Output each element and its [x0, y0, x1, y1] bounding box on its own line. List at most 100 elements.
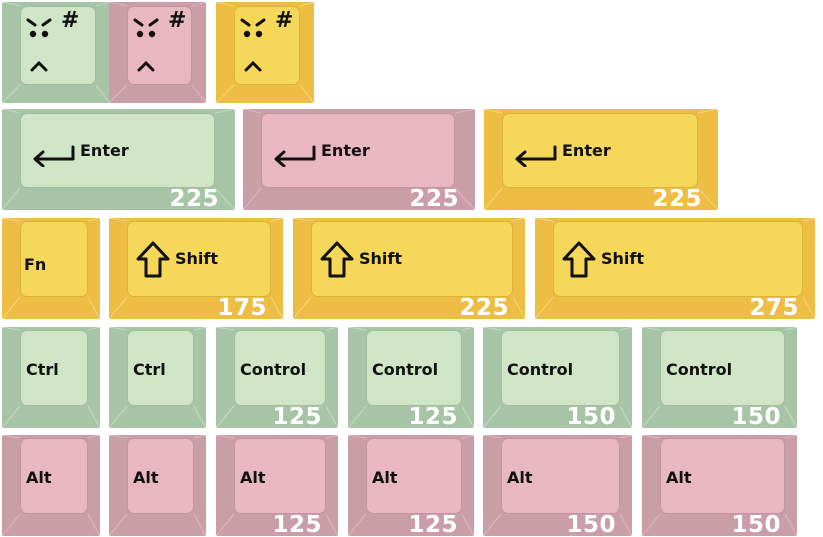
keycap-bevel [642, 327, 797, 428]
keycap-enter-green[interactable]: Enter 225 [2, 109, 235, 210]
keycap-emoji-pink[interactable]: # [109, 2, 206, 103]
keycap-alt-pink[interactable]: Alt 125 [216, 435, 338, 536]
keycap-bevel [348, 435, 474, 536]
keycap-enter-yellow[interactable]: Enter 225 [484, 109, 718, 210]
angry-face-hash-icon: # [133, 10, 186, 72]
keycap-control-green[interactable]: Control 125 [348, 327, 474, 428]
angry-face-hash-icon: # [26, 10, 79, 72]
keycap-size-label: 150 [566, 404, 616, 428]
keycap-legend: Enter [80, 141, 129, 160]
keycap-alt-pink[interactable]: Alt 125 [348, 435, 474, 536]
keycap-top [127, 6, 192, 85]
keycap-legend: Ctrl [133, 360, 166, 379]
keycap-size-label: 150 [731, 512, 781, 536]
keycap-ctrl-green[interactable]: Ctrl [109, 327, 206, 428]
shift-arrow-icon [562, 241, 596, 278]
keycap-legend: Alt [133, 468, 159, 487]
keycap-bevel [293, 218, 525, 319]
keycap-shift-yellow[interactable]: Shift 275 [535, 218, 815, 319]
keycap-bevel [484, 109, 718, 210]
keycap-control-green[interactable]: Control 125 [216, 327, 338, 428]
keycap-legend: Alt [666, 468, 692, 487]
keycap-top [660, 438, 785, 514]
keycap-bevel [348, 327, 474, 428]
keycap-alt-pink[interactable]: Alt 150 [642, 435, 797, 536]
keycap-bevel [2, 327, 100, 428]
keycap-bevel [216, 435, 338, 536]
keycap-top [234, 6, 300, 85]
keycap-top [127, 221, 271, 297]
keycap-size-label: 275 [749, 295, 799, 319]
keycap-bevel [483, 435, 632, 536]
keycap-bevel [2, 2, 110, 103]
keycap-legend: Shift [175, 249, 219, 268]
keycap-ctrl-green[interactable]: Ctrl [2, 327, 100, 428]
keycap-top [20, 438, 88, 514]
keycap-bevel [2, 435, 100, 536]
keycap-top [20, 6, 96, 85]
keycap-size-label: 225 [652, 186, 702, 210]
keycap-bevel [243, 109, 475, 210]
keycap-size-label: 225 [409, 186, 459, 210]
keycap-legend: Control [240, 360, 307, 379]
keycap-legend: Enter [321, 141, 370, 160]
shift-arrow-icon [320, 241, 354, 278]
svg-text:#: # [275, 10, 293, 33]
keycap-size-label: 125 [408, 404, 458, 428]
svg-text:#: # [61, 10, 79, 33]
keycap-legend: Alt [372, 468, 398, 487]
keycap-legend: Shift [601, 249, 645, 268]
keycap-bevel [2, 218, 100, 319]
keycap-top [501, 438, 620, 514]
keycap-fn-yellow[interactable]: Fn [2, 218, 100, 319]
keycap-size-label: 125 [272, 512, 322, 536]
keycap-top [366, 330, 462, 406]
keycap-legend: Control [372, 360, 439, 379]
keycap-size-label: 125 [408, 512, 458, 536]
keycap-legend: Enter [562, 141, 611, 160]
keycap-bevel [535, 218, 815, 319]
keycap-top [20, 221, 88, 297]
keycap-top [234, 438, 326, 514]
keycap-shift-yellow[interactable]: Shift 225 [293, 218, 525, 319]
keycap-control-green[interactable]: Control 150 [642, 327, 797, 428]
keycap-enter-pink[interactable]: Enter 225 [243, 109, 475, 210]
keycap-legend: Control [507, 360, 574, 379]
keycap-shift-yellow[interactable]: Shift 175 [109, 218, 283, 319]
enter-arrow-icon [515, 145, 557, 167]
keycap-legend: Shift [359, 249, 403, 268]
keycap-alt-pink[interactable]: Alt [109, 435, 206, 536]
keycap-bevel [109, 218, 283, 319]
keycap-control-green[interactable]: Control 150 [483, 327, 632, 428]
keycap-bevel [483, 327, 632, 428]
keycap-size-label: 175 [217, 295, 267, 319]
keycap-top [502, 113, 698, 188]
keycap-bevel [216, 2, 314, 103]
keycap-top [234, 330, 326, 406]
keycap-top [20, 330, 88, 406]
keycap-legend: Fn [24, 255, 47, 274]
svg-text:#: # [168, 10, 186, 33]
keycap-bevel [109, 435, 206, 536]
keycap-size-label: 150 [731, 404, 781, 428]
keycap-legend: Alt [240, 468, 266, 487]
keycap-alt-pink[interactable]: Alt [2, 435, 100, 536]
keycap-emoji-green[interactable]: # [2, 2, 110, 103]
keycap-bevel [216, 327, 338, 428]
keycap-top [261, 113, 455, 188]
keycap-bevel [2, 109, 235, 210]
keycap-emoji-yellow[interactable]: # [216, 2, 314, 103]
keycap-size-label: 225 [459, 295, 509, 319]
keycap-top [127, 438, 194, 514]
keycap-size-label: 125 [272, 404, 322, 428]
keycap-legend: Alt [26, 468, 52, 487]
keycap-bevel [642, 435, 797, 536]
keycap-top [20, 113, 215, 188]
enter-arrow-icon [274, 145, 316, 167]
keycap-size-label: 225 [169, 186, 219, 210]
keycap-legend: Control [666, 360, 733, 379]
keycap-top [660, 330, 785, 406]
keycap-size-label: 150 [566, 512, 616, 536]
keycap-bevel [109, 2, 206, 103]
